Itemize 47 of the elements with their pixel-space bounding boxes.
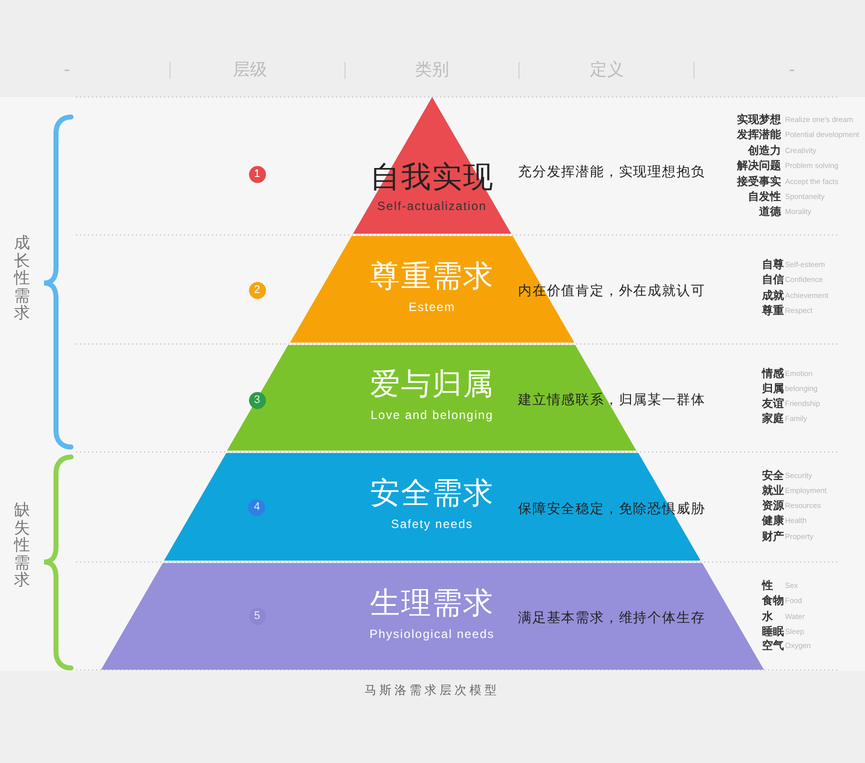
need-term: 资源 bbox=[762, 499, 784, 513]
need-term: 道德 bbox=[759, 205, 781, 219]
need-term: 友谊 bbox=[762, 397, 784, 411]
pyramid-layer bbox=[290, 236, 574, 343]
need-term: 空气 bbox=[762, 639, 784, 653]
layer-title: 安全需求 bbox=[370, 476, 494, 512]
layer-title: 爱与归属 bbox=[370, 366, 494, 403]
need-term: 成就 bbox=[762, 289, 784, 303]
category-label: 缺失性需求 bbox=[14, 501, 30, 589]
category-label: 成长性需求 bbox=[14, 234, 30, 322]
need-term: 就业 bbox=[762, 484, 784, 498]
need-term: 食物 bbox=[762, 594, 784, 608]
definition-text: 充分发挥潜能，实现理想抱负 bbox=[518, 163, 706, 181]
layer-subtitle: Esteem bbox=[408, 298, 456, 315]
layer-title: 尊重需求 bbox=[370, 258, 494, 295]
need-term: 接受事实 bbox=[737, 175, 781, 189]
need-term: 情感 bbox=[762, 367, 784, 381]
layer-subtitle: Physiological needs bbox=[369, 626, 495, 642]
need-term: 性 bbox=[762, 579, 773, 593]
need-term: 自信 bbox=[762, 273, 784, 287]
number-circle: 1 bbox=[248, 166, 266, 182]
need-term: 水 bbox=[762, 610, 773, 624]
need-term: 实现梦想 bbox=[737, 113, 781, 127]
need-term: 发挥潜能 bbox=[737, 128, 781, 142]
caption: 马斯洛需求层次模型 bbox=[364, 682, 500, 698]
layer-subtitle: Self-actualization bbox=[377, 198, 487, 214]
need-term: 自尊 bbox=[762, 258, 784, 272]
layer-subtitle: Love and belonging bbox=[370, 406, 494, 423]
need-term: 家庭 bbox=[762, 412, 784, 426]
pyramid-layer bbox=[352, 97, 512, 234]
number-circle: 2 bbox=[248, 282, 266, 298]
layer-title: 生理需求 bbox=[370, 586, 494, 622]
column-header: - bbox=[788, 59, 796, 81]
need-term: 睡眠 bbox=[762, 625, 784, 639]
definition-text: 建立情感联系，归属某一群体 bbox=[518, 391, 706, 409]
layer-subtitle: Safety needs bbox=[390, 516, 474, 532]
need-term: 安全 bbox=[762, 469, 784, 483]
need-term: 尊重 bbox=[762, 304, 784, 318]
need-term: 归属 bbox=[762, 382, 784, 396]
need-term: 创造力 bbox=[748, 144, 781, 158]
need-term: 财产 bbox=[762, 530, 784, 544]
need-term: 解决问题 bbox=[737, 159, 781, 173]
pyramid-layer bbox=[100, 563, 764, 670]
need-term: 自发性 bbox=[748, 190, 781, 204]
definition-text: 满足基本需求，维持个体生存 bbox=[518, 608, 706, 627]
need-term: 健康 bbox=[762, 514, 784, 528]
column-header: - bbox=[64, 59, 70, 81]
